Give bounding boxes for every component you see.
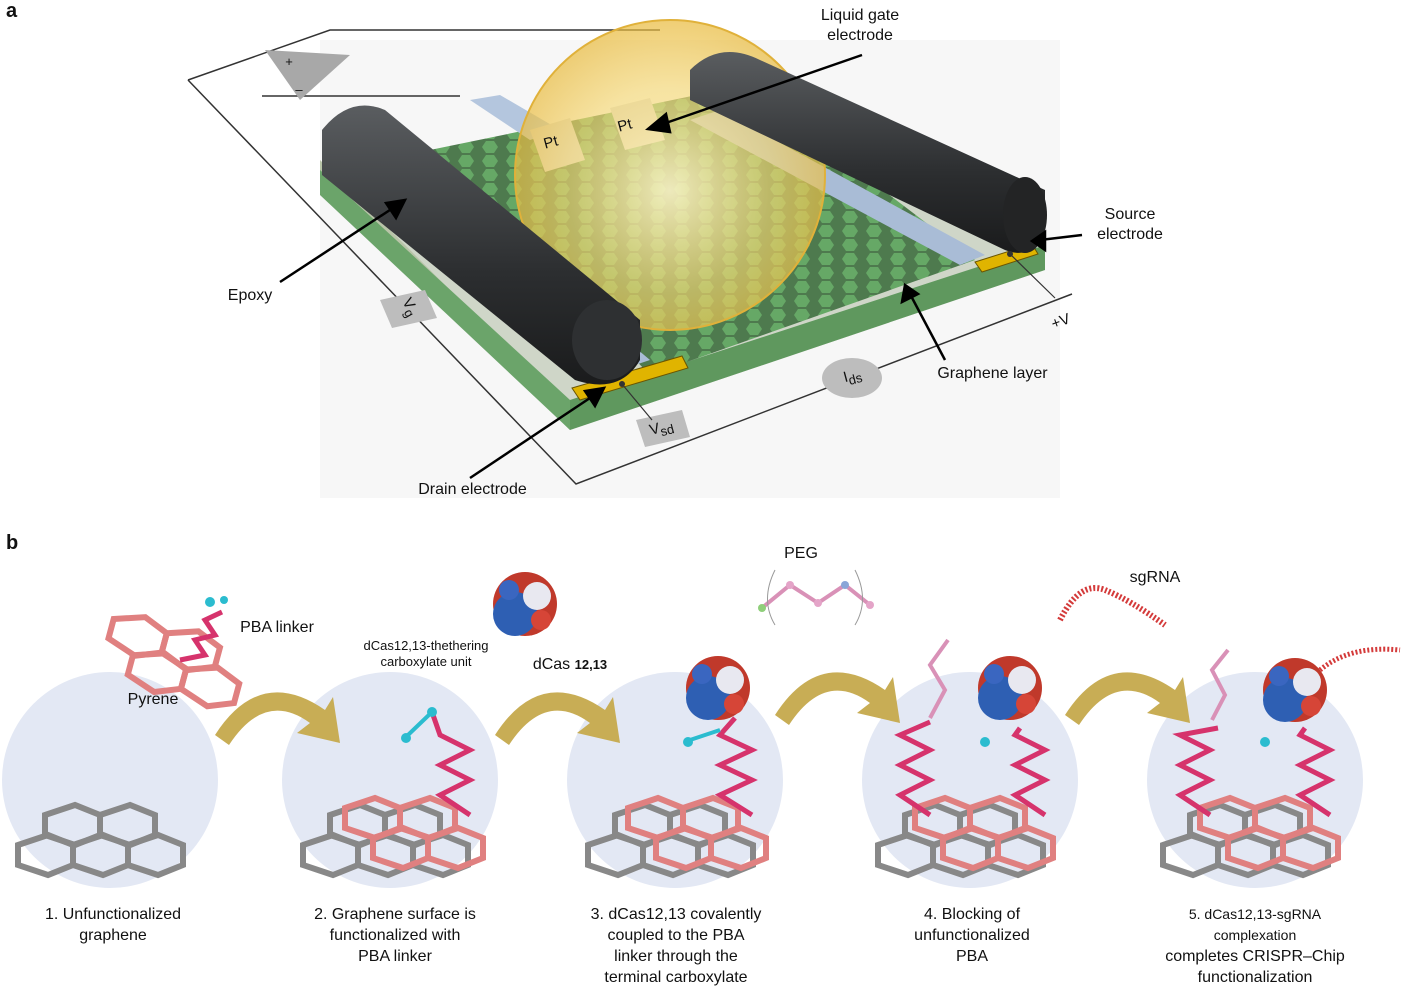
stage-5-protein — [1263, 658, 1327, 722]
stage-3-protein — [686, 656, 750, 720]
liquid-gate-label: Liquid gate electrode — [820, 7, 900, 44]
step-5-caption: 5. dCas12,13-sgRNA complexation complete… — [1165, 906, 1345, 986]
step-2-caption: 2. Graphene surface is functionalized wi… — [314, 906, 476, 965]
step-4-caption: 4. Blocking of unfunctionalized PBA — [914, 906, 1030, 965]
stage-4-linker-a — [894, 719, 936, 818]
epoxy-label: Epoxy — [227, 287, 273, 304]
pba-linker-label: PBA linker — [240, 619, 314, 636]
graphene-layer-label: Graphene layer — [937, 365, 1048, 382]
source-electrode-label: Source electrode — [1097, 206, 1163, 243]
stage-5-linker-a — [1172, 725, 1219, 818]
epoxy-roll-right — [690, 52, 1045, 253]
epoxy-roll-left — [322, 105, 640, 385]
panel-b-letter: b — [6, 532, 19, 554]
stage-3-linker — [714, 716, 758, 818]
sgrna-icon — [1057, 585, 1167, 628]
ids-bubble — [822, 358, 882, 398]
stage-4-peg — [927, 638, 950, 719]
stage-2-linker — [429, 711, 476, 818]
stage-5-linker-b — [1294, 726, 1336, 818]
stage-5-sgrna — [1318, 646, 1401, 672]
peg-label: PEG — [784, 545, 818, 562]
arrow-3 — [775, 672, 900, 725]
amp-plus-label: + — [285, 54, 293, 69]
amplifier-icon — [265, 50, 350, 100]
circuit-wire — [187, 79, 1073, 485]
panel-a-letter: a — [6, 0, 18, 22]
step-1-caption: 1. Unfunctionalized graphene — [44, 906, 182, 944]
stage-5-circle — [1147, 672, 1363, 888]
pba-linker-icon — [179, 609, 224, 663]
sgrna-label: sgRNA — [1129, 569, 1181, 586]
stage-4-linker-b — [1009, 726, 1051, 818]
stage-4-protein — [978, 656, 1042, 720]
stage-1-circle — [2, 672, 218, 888]
amp-minus-label: – — [295, 82, 303, 97]
vg-box — [380, 290, 437, 328]
step-3-caption: 3. dCas12,13 covalently coupled to the P… — [590, 906, 762, 986]
drain-electrode-label: Drain electrode — [418, 481, 527, 498]
vsd-box — [636, 410, 690, 447]
arrow-4 — [1065, 672, 1190, 725]
gate-wire — [187, 29, 660, 81]
dcas-protein — [493, 572, 557, 636]
arrow-2 — [495, 692, 620, 745]
dcas-label: dCas 12,13 — [532, 656, 608, 673]
pyrene-label: Pyrene — [127, 691, 179, 708]
chip-side — [320, 170, 570, 430]
tethering-label: dCas12,13-thethering carboxylate unit — [363, 638, 489, 669]
callout-arrows — [279, 53, 1083, 480]
